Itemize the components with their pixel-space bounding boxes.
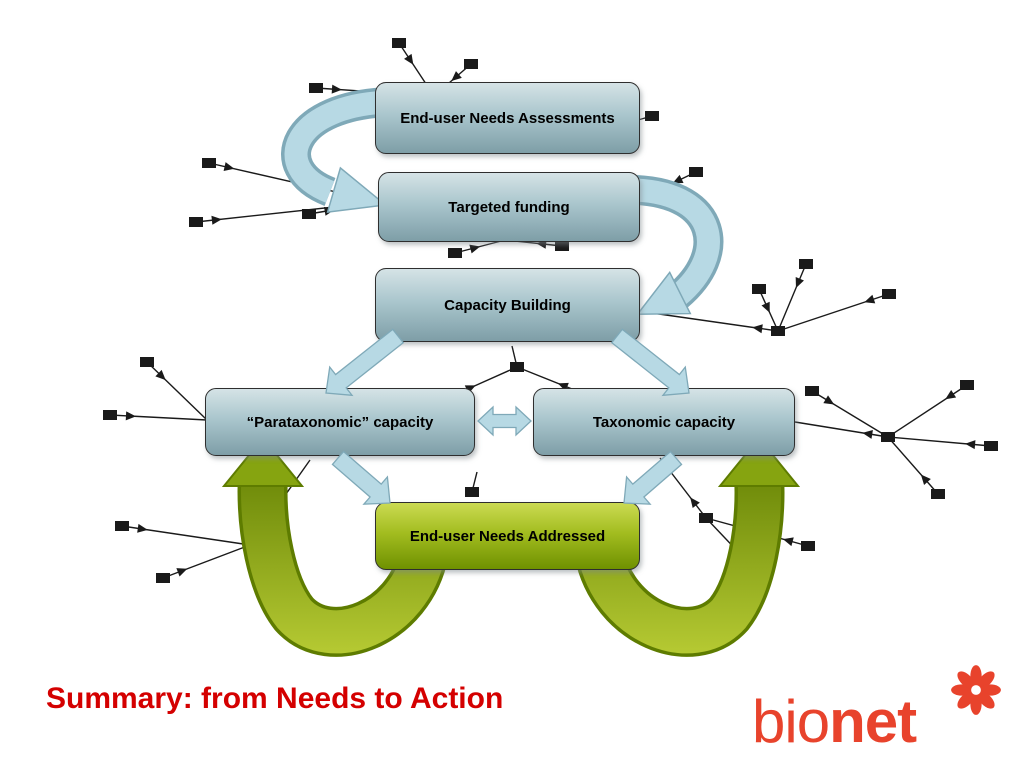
network-node-square (465, 487, 479, 497)
network-arrowhead (469, 244, 481, 254)
arrow-parataxonomic-to-addressed (331, 450, 391, 505)
node-end-user-needs-assessments: End-user Needs Assessments (375, 82, 640, 154)
network-node-square (302, 209, 316, 219)
green-cycle-arrow-right-head (717, 436, 801, 487)
network-node-square (189, 217, 203, 227)
network-node-square (202, 158, 216, 168)
network-node-square (689, 167, 703, 177)
network-node-square (882, 289, 896, 299)
network-node-square (931, 489, 945, 499)
network-arrowhead (672, 174, 684, 184)
ribbon-arrow-assessments-to-funding-head (326, 166, 388, 213)
network-line (162, 544, 251, 579)
network-arrowhead (155, 369, 166, 381)
network-node-square (801, 541, 815, 551)
node-label: Targeted funding (448, 198, 570, 216)
network-arrowhead (752, 324, 763, 334)
network-node-square (555, 241, 569, 251)
network-arrowhead (404, 53, 414, 65)
node-capacity-building: Capacity Building (375, 268, 640, 342)
network-node-square (115, 521, 129, 531)
network-node-square (448, 248, 462, 258)
arrow-taxonomic-to-addressed (623, 450, 683, 505)
network-arrowhead (862, 430, 873, 439)
network-arrowhead (176, 568, 188, 577)
network-node-square (805, 386, 819, 396)
network-arrowhead (137, 523, 148, 533)
ribbon-arrow-assessments-to-funding (284, 90, 393, 203)
network-arrowhead (965, 440, 976, 450)
ribbon-arrow-funding-to-capacity (635, 178, 720, 305)
network-arrowhead (782, 537, 794, 547)
node-parataxonomic-capacity: “Parataxonomic” capacity (205, 388, 475, 456)
node-taxonomic-capacity: Taxonomic capacity (533, 388, 795, 456)
network-line (794, 421, 889, 438)
network-arrowhead (451, 71, 462, 82)
node-end-user-needs-addressed: End-user Needs Addressed (375, 502, 640, 570)
node-label: End-user Needs Assessments (400, 109, 615, 127)
network-arrowhead (690, 497, 700, 509)
node-label: Capacity Building (444, 296, 571, 314)
green-cycle-arrow-left (241, 472, 446, 654)
node-targeted-funding: Targeted funding (378, 172, 640, 242)
network-node-square (392, 38, 406, 48)
network-arrowhead (761, 301, 770, 313)
network-line (811, 390, 889, 438)
network-node-square (960, 380, 974, 390)
logo-text-net: net (829, 688, 917, 755)
network-arrowhead (536, 239, 547, 249)
ribbon-arrow-funding-to-capacity-head (635, 271, 692, 316)
network-node-square (510, 362, 524, 372)
network-arrowhead (211, 215, 222, 225)
network-arrowhead (945, 390, 957, 400)
network-node-square (140, 357, 154, 367)
slide-title: Summary: from Needs to Action (46, 682, 504, 715)
logo-text-bio: bio (752, 688, 830, 755)
network-line (146, 361, 208, 421)
network-arrowhead (795, 277, 804, 288)
network-line (777, 263, 807, 332)
node-label: Taxonomic capacity (592, 413, 736, 431)
network-node-square (103, 410, 117, 420)
network-node-square (881, 432, 895, 442)
network-node-square (799, 259, 813, 269)
green-cycle-arrow-right (577, 472, 781, 654)
arrow-parataxonomic-taxonomic-double (477, 405, 532, 437)
network-arrowhead (331, 84, 342, 94)
bionet-logo: bionet (752, 692, 917, 752)
flower-icon (951, 665, 1001, 715)
green-cycle-arrow-left-head (221, 436, 305, 487)
network-line (887, 436, 939, 495)
network-node-square (156, 573, 170, 583)
network-node-square (984, 441, 998, 451)
network-node-square (771, 326, 785, 336)
network-node-square (309, 83, 323, 93)
network-node-square (752, 284, 766, 294)
network-arrowhead (125, 411, 136, 421)
network-arrowhead (864, 294, 876, 304)
network-arrowhead (823, 395, 835, 405)
network-node-square (464, 59, 478, 69)
arrow-capacity-to-parataxonomic (325, 328, 405, 397)
node-label: “Parataxonomic” capacity (246, 413, 434, 431)
network-node-square (645, 111, 659, 121)
arrow-capacity-to-taxonomic (610, 328, 690, 397)
network-arrowhead (920, 474, 931, 485)
network-node-square (699, 513, 713, 523)
network-line (887, 384, 968, 438)
network-arrowhead (223, 162, 235, 171)
node-label: End-user Needs Addressed (409, 527, 606, 545)
